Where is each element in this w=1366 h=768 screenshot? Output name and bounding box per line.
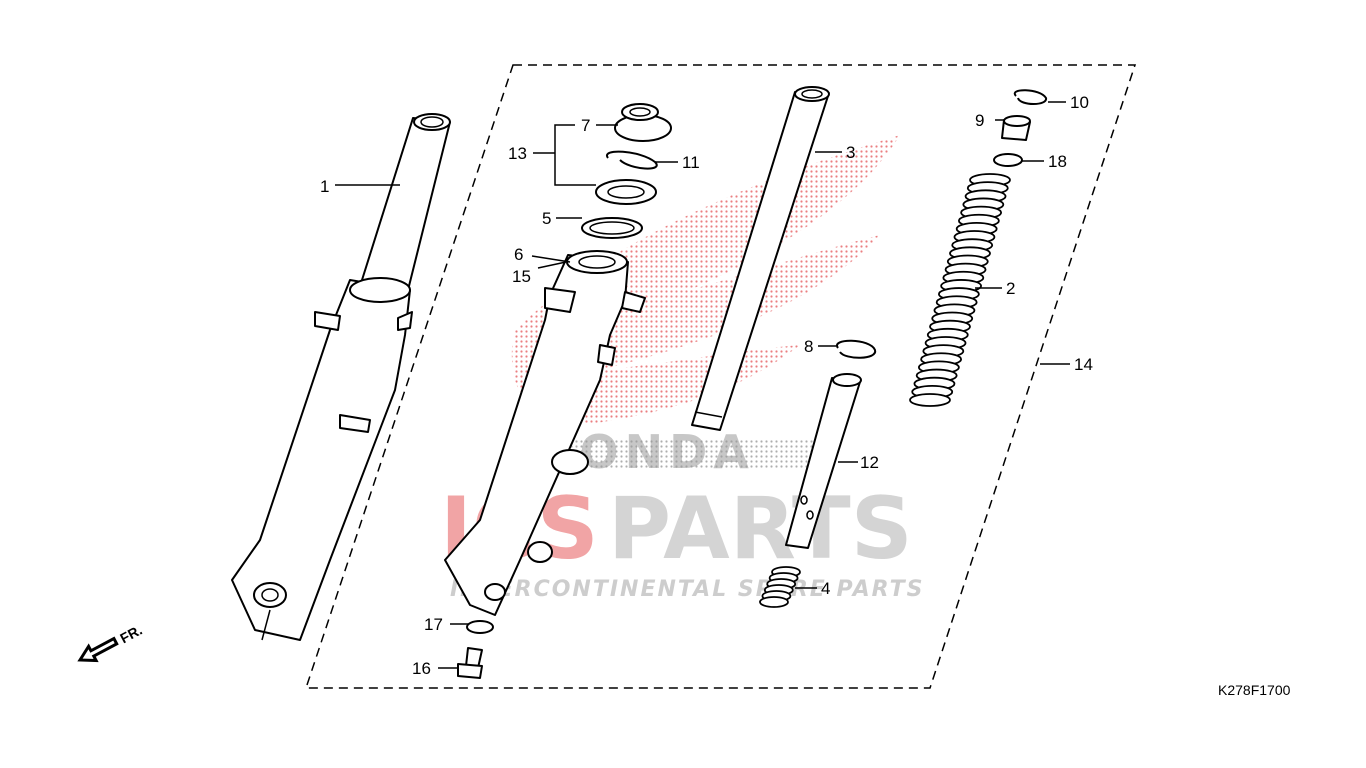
part-7-dust-seal: [614, 103, 672, 142]
part-10-clip: [1013, 89, 1047, 105]
part-6-right-slider: [444, 250, 646, 616]
callout-7: 7: [581, 116, 590, 135]
part-4-rebound-spring: [759, 566, 801, 608]
callout-10: 10: [1070, 93, 1089, 112]
watermark-tagline: INTERCONTINENTAL SPARE PARTS: [450, 577, 924, 602]
part-2-fork-spring: [909, 173, 1011, 407]
callout-6: 6: [514, 245, 523, 264]
part-18-washer: [993, 153, 1023, 167]
callout-1: 1: [320, 177, 329, 196]
part-16-socket-bolt: [457, 647, 483, 679]
part-1-left-fork: [231, 113, 451, 641]
part-5-seal-ring: [581, 217, 643, 239]
callout-2: 2: [1006, 279, 1015, 298]
part-8-circlip: [835, 339, 876, 359]
callout-12: 12: [860, 453, 879, 472]
diagram-code: K278F1700: [1218, 682, 1291, 698]
leader-lines: [335, 101, 1070, 669]
part-9-bolt-cap: [1001, 115, 1031, 141]
part-11-circlip: [606, 150, 658, 170]
callout-13: 13: [508, 144, 527, 163]
part-13-oil-seal: [595, 179, 657, 205]
callout-3: 3: [846, 143, 855, 162]
direction-label: FR.: [117, 622, 144, 647]
spring-coil: [759, 596, 789, 608]
part-17-washer: [466, 620, 494, 634]
callout-8: 8: [804, 337, 813, 356]
callout-17: 17: [424, 615, 443, 634]
callout-16: 16: [412, 659, 431, 678]
part-3-fork-pipe: [691, 86, 830, 431]
callout-labels: 1 2 3 4 5 6 7 8 9 10 11 12 13 14 15 16 1…: [320, 93, 1093, 678]
spring-coil: [909, 393, 951, 407]
callout-18: 18: [1048, 152, 1067, 171]
callout-15: 15: [512, 267, 531, 286]
callout-4: 4: [821, 579, 830, 598]
callout-9: 9: [975, 111, 984, 130]
part-12-piston: [785, 373, 862, 549]
watermark-brand-grey: PARTS: [608, 479, 913, 579]
callout-14: 14: [1074, 355, 1093, 374]
callout-5: 5: [542, 209, 551, 228]
callout-11: 11: [682, 153, 700, 172]
assembly-boundary: [304, 64, 1137, 689]
front-direction-arrow: FR.: [77, 622, 145, 663]
